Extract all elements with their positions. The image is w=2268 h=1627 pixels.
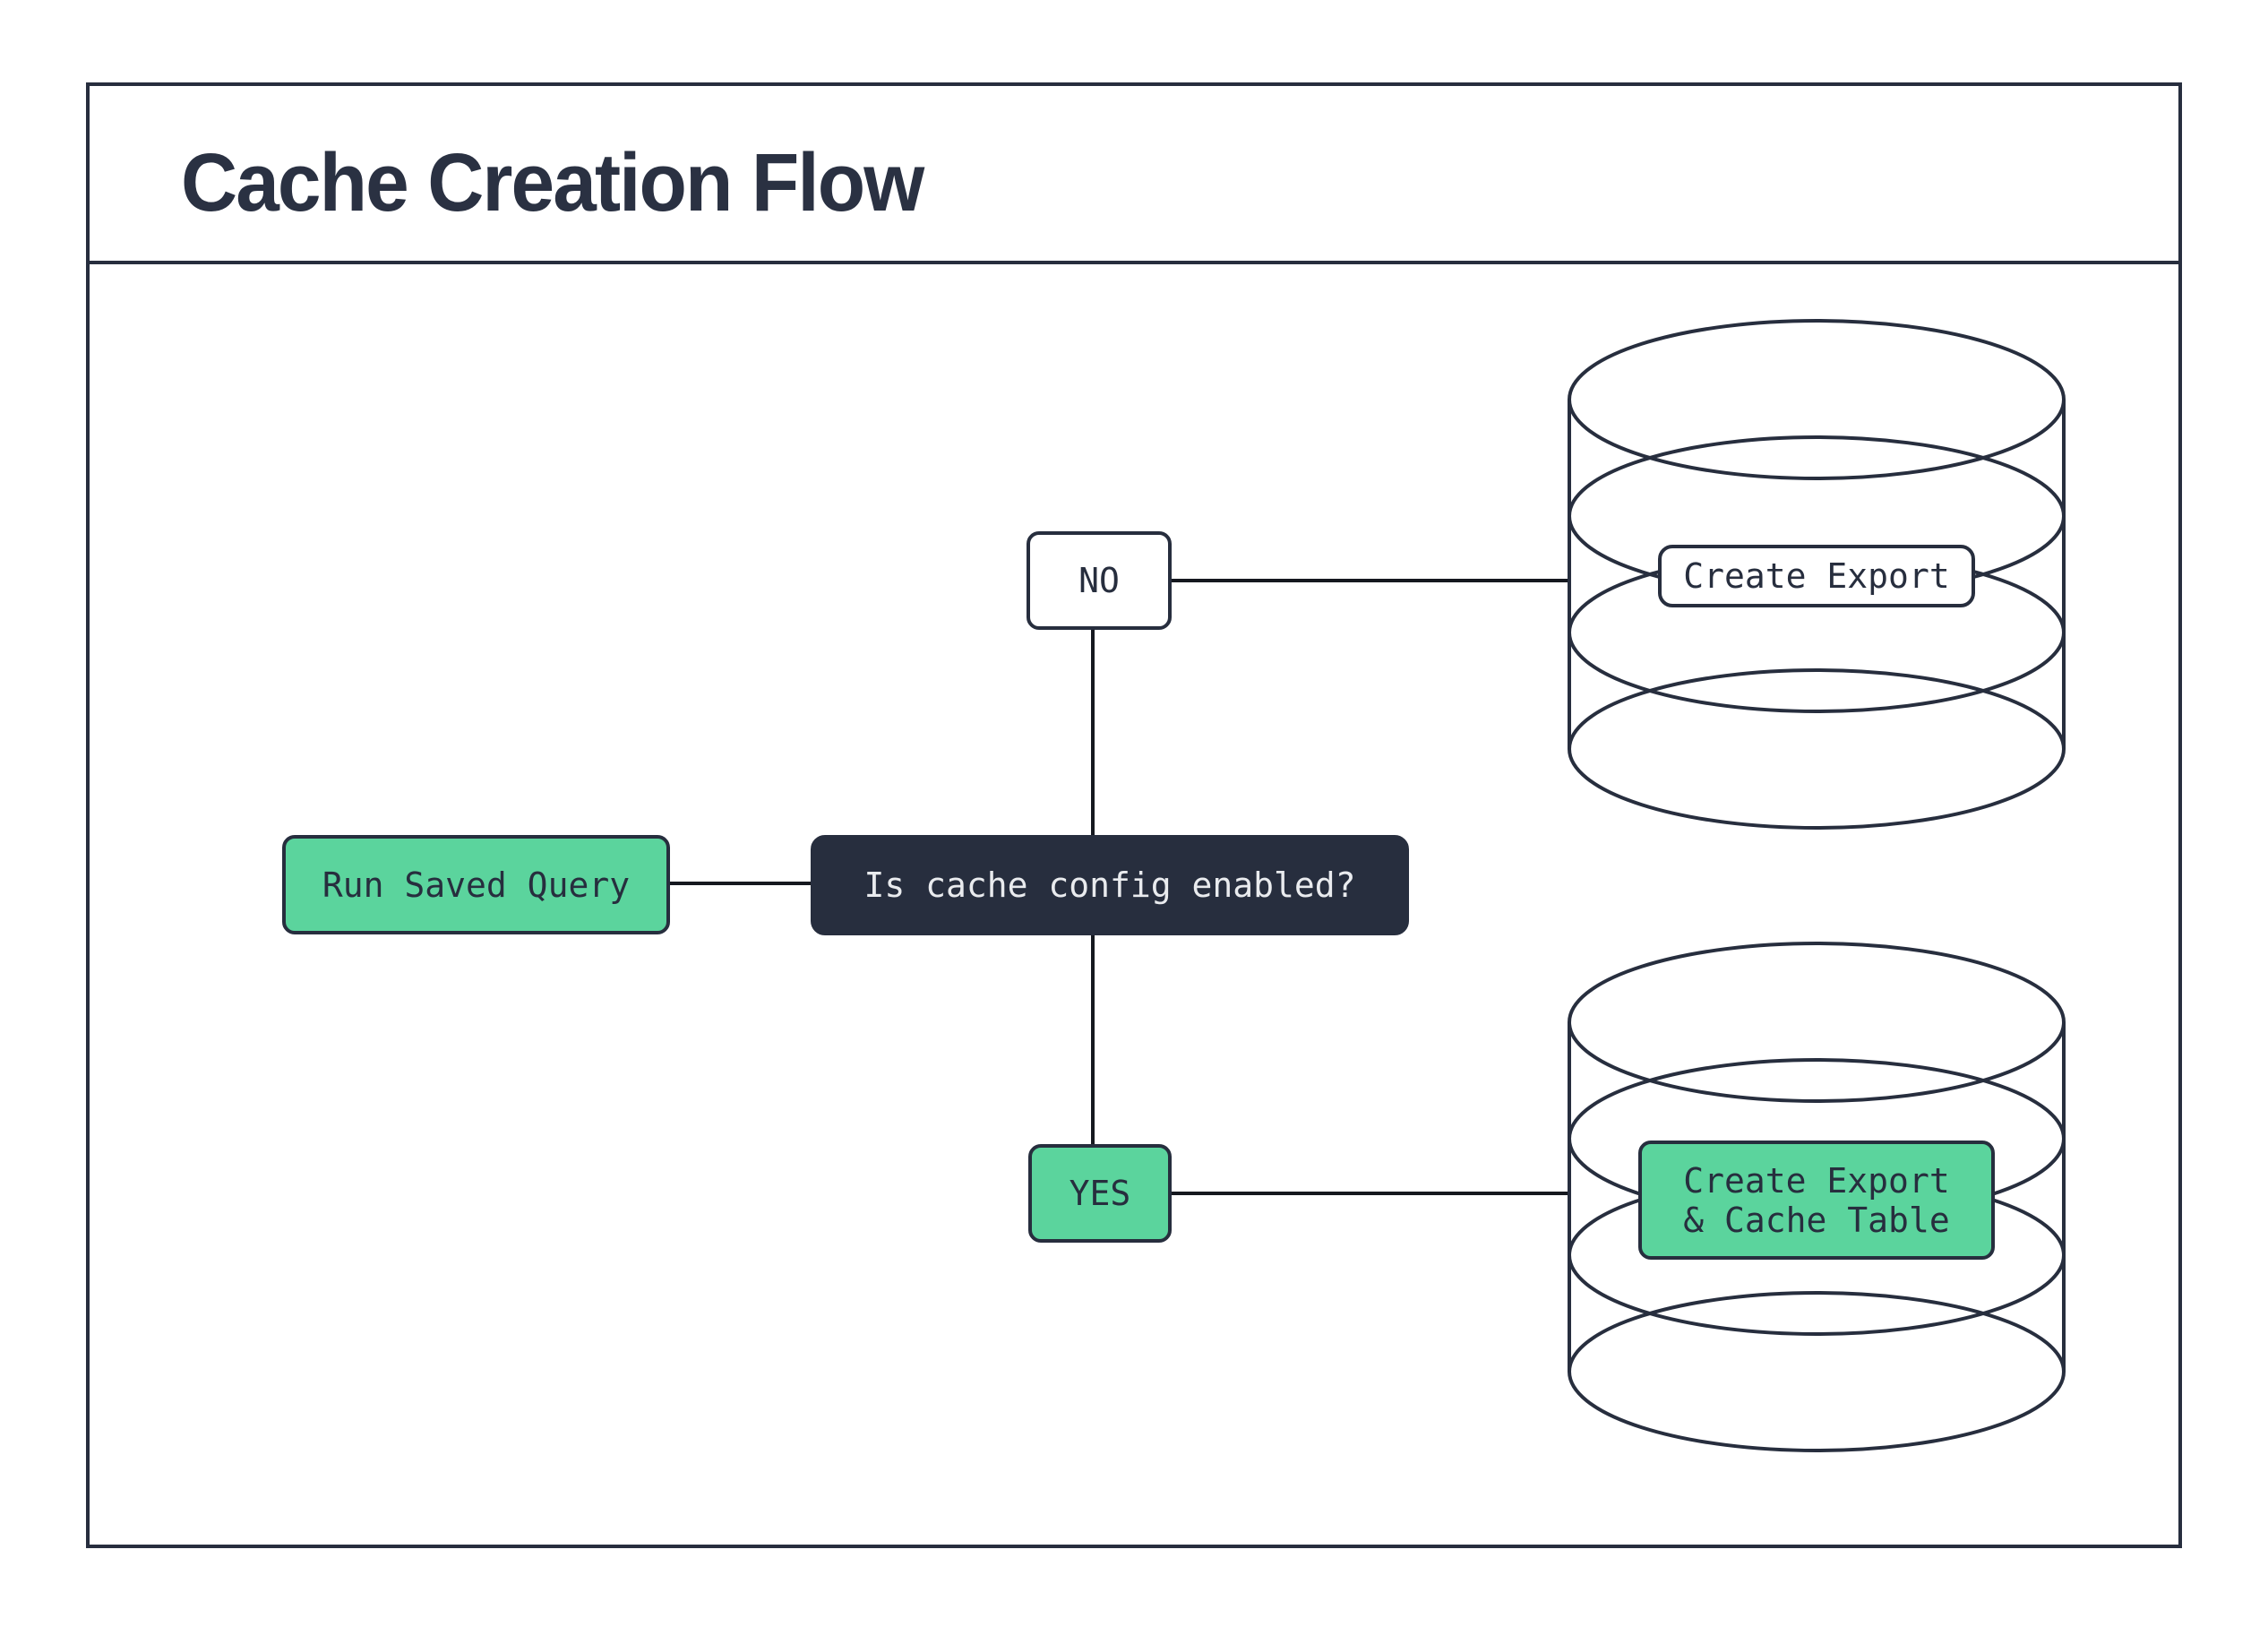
- node-create-export: Create Export: [1658, 545, 1975, 607]
- node-run-saved-query: Run Saved Query: [282, 835, 670, 934]
- connector-yes-to-database: [1172, 1192, 1568, 1195]
- node-create-export-label: Create Export: [1683, 556, 1950, 596]
- node-run-saved-query-label: Run Saved Query: [322, 865, 631, 905]
- title-bar: Cache Creation Flow: [86, 82, 2182, 264]
- connector-no-to-database: [1172, 579, 1568, 582]
- node-create-export-cache-table: Create Export & Cache Table: [1638, 1141, 1995, 1260]
- node-cache-config-decision-label: Is cache config enabled?: [863, 865, 1356, 905]
- node-branch-yes-label: YES: [1069, 1174, 1131, 1213]
- node-create-export-cache-table-label-line2: & Cache Table: [1683, 1200, 1950, 1240]
- page-title: Cache Creation Flow: [181, 137, 924, 228]
- connector-start-to-decision: [670, 882, 811, 885]
- outer-frame: [86, 82, 2182, 1548]
- node-branch-yes: YES: [1028, 1144, 1172, 1243]
- node-create-export-cache-table-label-line1: Create Export: [1683, 1160, 1950, 1201]
- node-branch-no-label: NO: [1078, 561, 1120, 600]
- title-divider: [86, 261, 2182, 264]
- connector-decision-to-yes: [1091, 934, 1095, 1144]
- node-cache-config-decision: Is cache config enabled?: [811, 835, 1409, 935]
- connector-decision-to-no: [1091, 630, 1095, 835]
- node-branch-no: NO: [1027, 531, 1172, 630]
